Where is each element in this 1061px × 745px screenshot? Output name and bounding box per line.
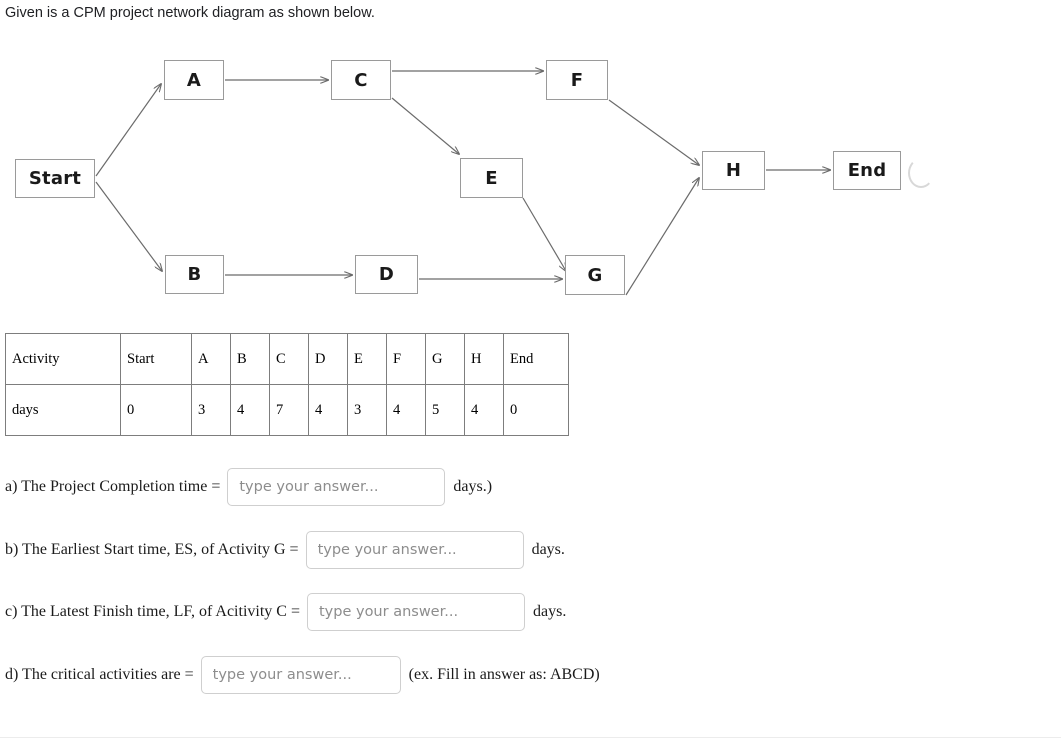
edge-start-b (95, 181, 162, 271)
node-h: H (702, 151, 765, 190)
question-d-suffix: (ex. Fill in answer as: ABCD) (408, 666, 600, 683)
cell-activity-e: E (347, 333, 387, 385)
node-end: End (833, 151, 901, 190)
cell-activity-g: G (425, 333, 465, 385)
activity-days-table: Activity Start A B C D E F G H End days … (5, 333, 569, 436)
node-g: G (565, 255, 625, 295)
table-row-activity: Activity Start A B C D E F G H End (5, 333, 569, 385)
partial-circle-artifact (908, 158, 934, 188)
question-c-input[interactable] (306, 593, 525, 631)
question-a-input[interactable] (227, 468, 446, 506)
cell-days-c: 7 (269, 384, 309, 436)
cell-activity-f: F (386, 333, 426, 385)
edge-f-h (608, 99, 699, 165)
cell-days-start: 0 (120, 384, 192, 436)
question-d: d) The critical activities are = (ex. Fi… (5, 656, 600, 694)
node-start: Start (15, 159, 95, 198)
edge-c-e (391, 97, 459, 154)
cell-activity-start: Start (120, 333, 192, 385)
cell-days-d: 4 (308, 384, 348, 436)
cell-days-end: 0 (503, 384, 569, 436)
question-b-input[interactable] (305, 531, 524, 569)
question-d-input[interactable] (200, 656, 401, 694)
cell-days-f: 4 (386, 384, 426, 436)
table-row-days: days 0 3 4 7 4 3 4 5 4 0 (5, 384, 569, 436)
cell-days-header: days (5, 384, 121, 436)
node-c: C (331, 60, 391, 100)
node-b: B (165, 255, 224, 294)
cell-days-h: 4 (464, 384, 504, 436)
question-c-label: c) The Latest Finish time, LF, of Acitiv… (5, 603, 300, 620)
node-d: D (355, 255, 418, 294)
cell-days-a: 3 (191, 384, 231, 436)
question-a-label: a) The Project Completion time = (5, 478, 221, 495)
cpm-network-diagram: Start A B C D E F G H End (0, 40, 1061, 310)
cell-activity-header: Activity (5, 333, 121, 385)
node-e: E (460, 158, 523, 198)
edge-g-h (625, 178, 699, 296)
cell-activity-a: A (191, 333, 231, 385)
cell-activity-b: B (230, 333, 270, 385)
cell-days-e: 3 (347, 384, 387, 436)
diagram-edges (95, 40, 1061, 296)
question-d-label: d) The critical activities are = (5, 666, 194, 683)
cell-activity-h: H (464, 333, 504, 385)
question-a-suffix: days.) (453, 478, 493, 495)
node-f: F (546, 60, 608, 100)
node-a: A (164, 60, 224, 100)
intro-text: Given is a CPM project network diagram a… (5, 5, 375, 21)
bottom-divider (0, 737, 1061, 738)
question-a: a) The Project Completion time = days.) (5, 468, 492, 506)
cell-activity-end: End (503, 333, 569, 385)
cell-days-g: 5 (425, 384, 465, 436)
question-c: c) The Latest Finish time, LF, of Acitiv… (5, 593, 566, 631)
question-b: b) The Earliest Start time, ES, of Activ… (5, 531, 565, 569)
cell-days-b: 4 (230, 384, 270, 436)
question-c-suffix: days. (532, 603, 567, 620)
question-b-label: b) The Earliest Start time, ES, of Activ… (5, 541, 299, 558)
edge-e-g (522, 197, 566, 271)
cell-activity-d: D (308, 333, 348, 385)
edge-start-a (95, 84, 161, 177)
cell-activity-c: C (269, 333, 309, 385)
question-b-suffix: days. (531, 541, 565, 558)
